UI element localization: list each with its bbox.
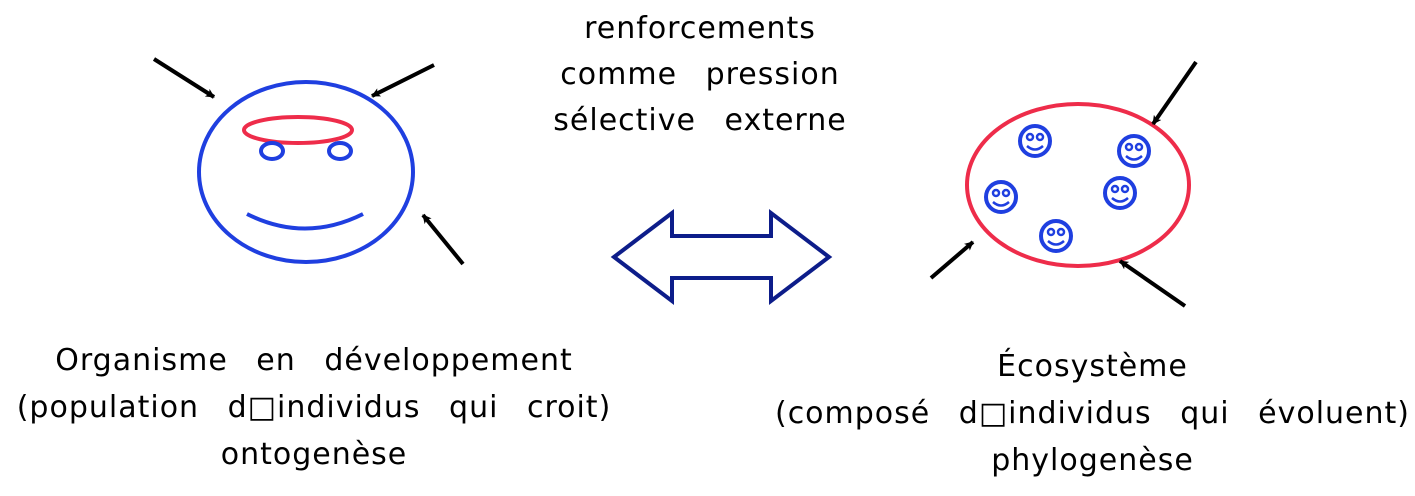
arrow-icon — [1118, 259, 1187, 308]
arrow-icon — [1151, 60, 1198, 126]
organism-caption: Organisme en développement (population d… — [0, 346, 628, 487]
arrow-icon — [371, 63, 435, 98]
small-smiley-icon — [984, 180, 1018, 214]
small-smiley-icon — [1103, 176, 1137, 210]
ecosystem-circle-icon — [965, 102, 1191, 268]
right-line-3: phylogenèse — [991, 443, 1194, 478]
center-line-2: comme pression — [560, 57, 840, 92]
ecosystem-outline — [965, 102, 1191, 268]
left-line-3: ontogenèse — [220, 437, 408, 472]
organism-smiley-icon — [197, 80, 415, 264]
left-line-2: (population d□individus qui croit) — [16, 390, 612, 425]
right-line-1: Écosystème — [997, 349, 1188, 384]
small-smiley-icon — [1018, 124, 1052, 158]
small-smiley-icon — [1039, 219, 1073, 253]
arrow-icon — [152, 57, 216, 99]
organism-left-eye — [259, 141, 285, 161]
double-arrow-icon — [610, 208, 833, 306]
organism-face-outline — [197, 80, 415, 264]
left-line-1: Organisme en développement — [55, 343, 573, 378]
center-line-3: sélective externe — [553, 103, 847, 138]
arrow-icon — [421, 213, 465, 266]
ecosystem-caption: Écosystème (composé d□individus qui évol… — [770, 352, 1415, 493]
center-line-1: renforcements — [584, 11, 816, 46]
small-smiley-icon — [1117, 134, 1151, 168]
arrow-icon — [929, 240, 975, 280]
right-line-2: (composé d□individus qui évoluent) — [774, 396, 1410, 431]
organism-mouth — [246, 212, 364, 231]
organism-halo — [242, 115, 354, 145]
organism-right-eye — [327, 141, 353, 161]
selective-pressure-label: renforcements comme pression sélective e… — [490, 14, 910, 152]
